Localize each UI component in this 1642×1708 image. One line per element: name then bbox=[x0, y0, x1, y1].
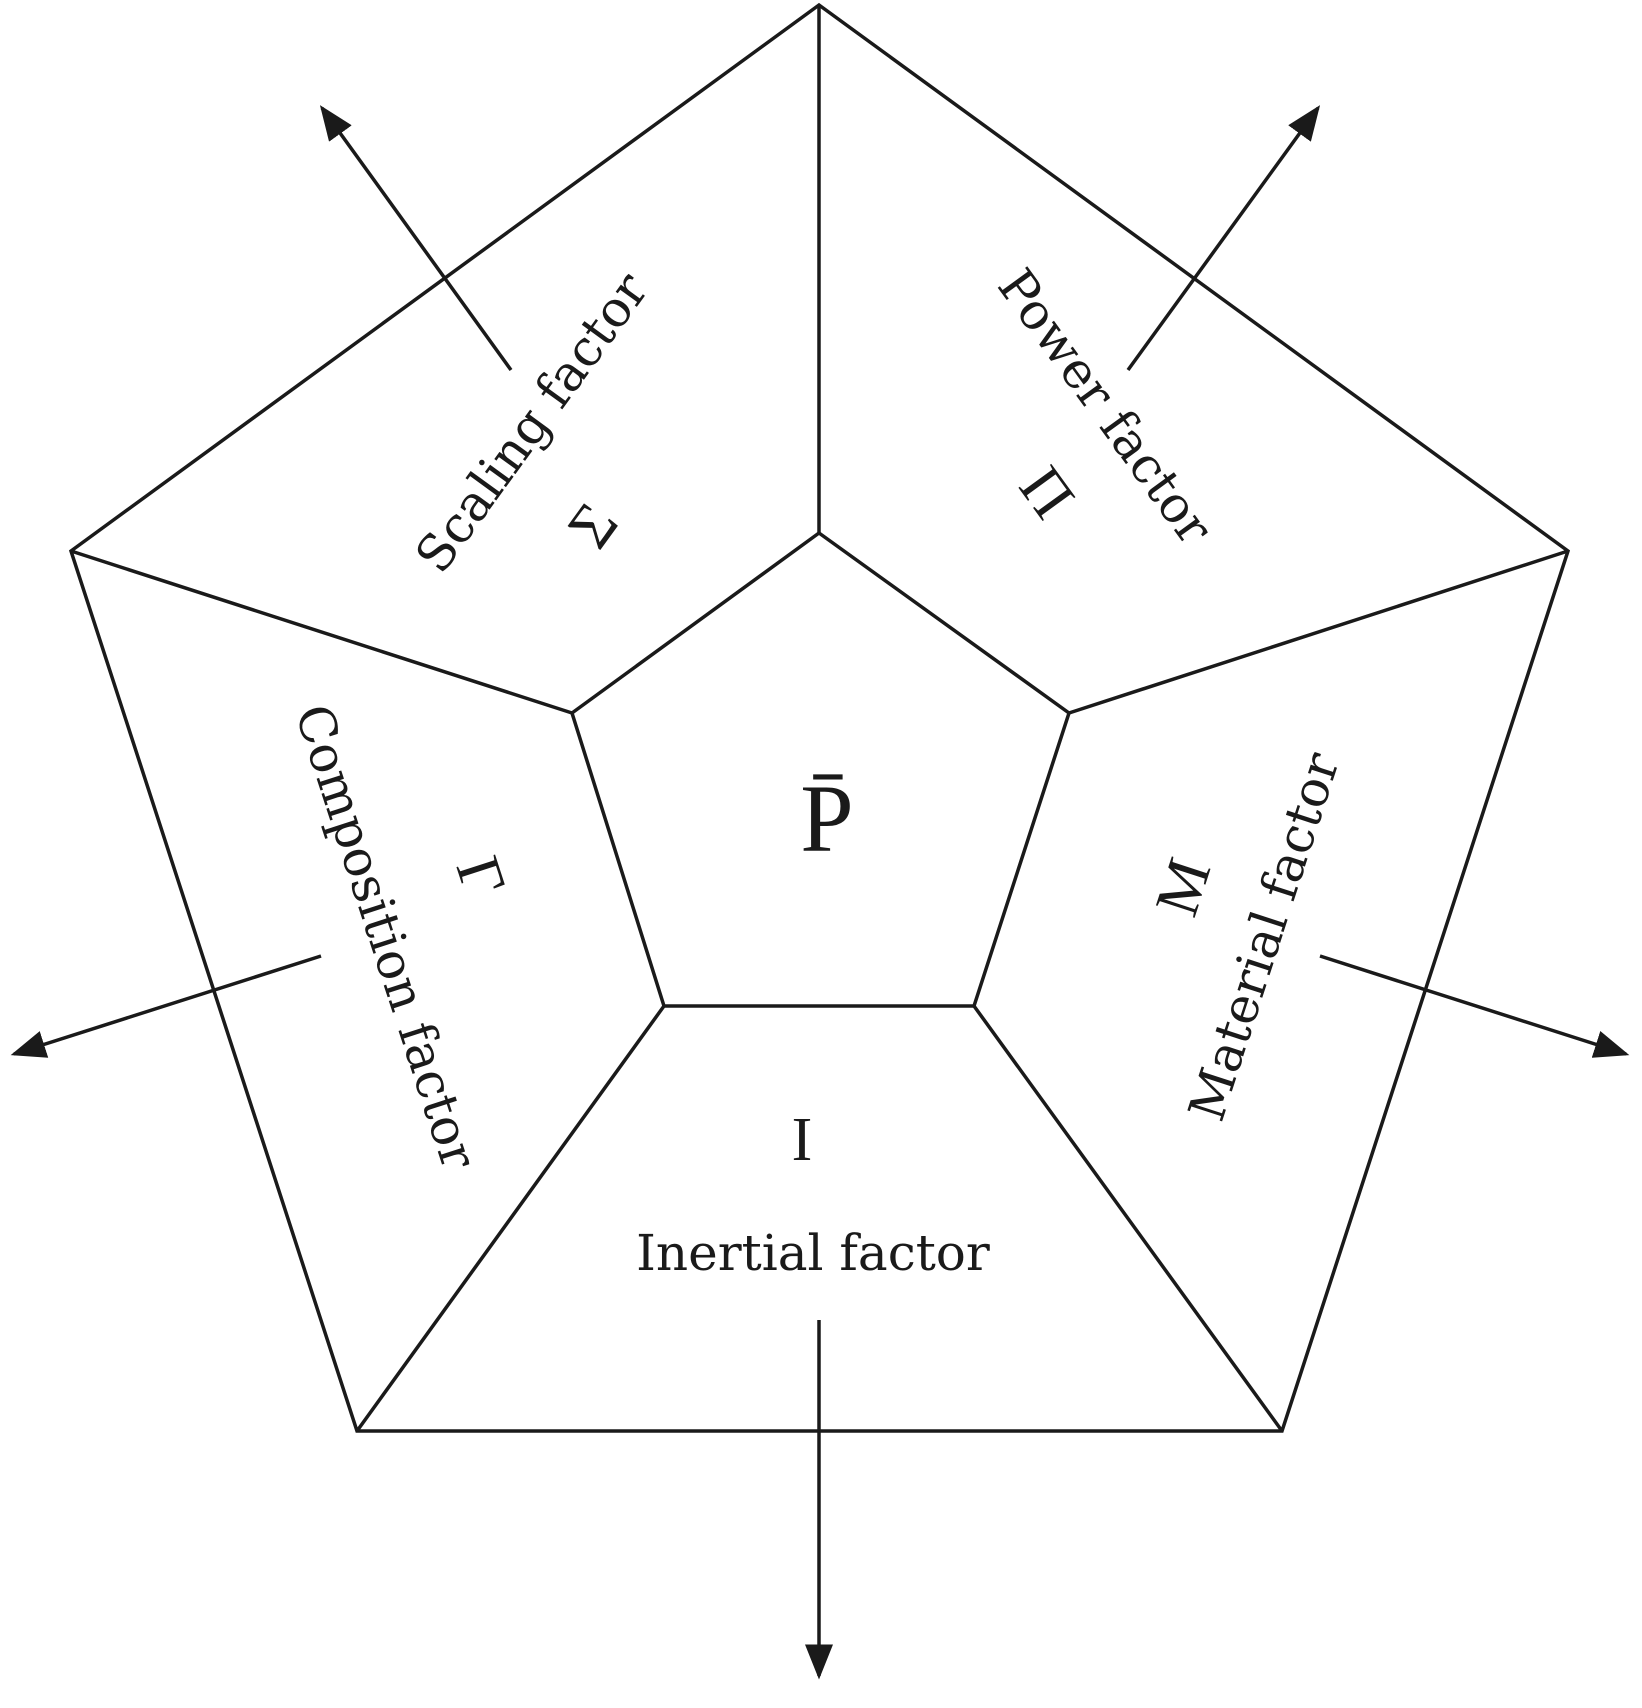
material-arrow bbox=[1319, 954, 1630, 1058]
divider-right bbox=[1068, 549, 1569, 715]
center-symbol: P̄ bbox=[800, 765, 853, 872]
power-arrow bbox=[1126, 105, 1321, 372]
scaling-arrow bbox=[319, 105, 513, 372]
inner-pentagon bbox=[569, 530, 1072, 1008]
scaling-factor-symbol: Σ bbox=[555, 491, 631, 560]
inertial-factor-label: Inertial factor bbox=[636, 1224, 990, 1282]
power-factor-symbol: Π bbox=[1006, 455, 1087, 531]
inertial-factor-symbol: I bbox=[792, 1106, 813, 1174]
composition-factor-label: Composition factor bbox=[283, 698, 488, 1177]
composition-factor-symbol: Γ bbox=[443, 849, 519, 904]
material-factor-symbol: M bbox=[1143, 850, 1225, 923]
composition-arrow bbox=[10, 954, 322, 1058]
divider-bottom-right bbox=[972, 1004, 1284, 1433]
divider-bottom-left bbox=[355, 1004, 666, 1433]
material-factor-label: Material factor bbox=[1177, 746, 1350, 1128]
divider-left bbox=[70, 549, 573, 715]
